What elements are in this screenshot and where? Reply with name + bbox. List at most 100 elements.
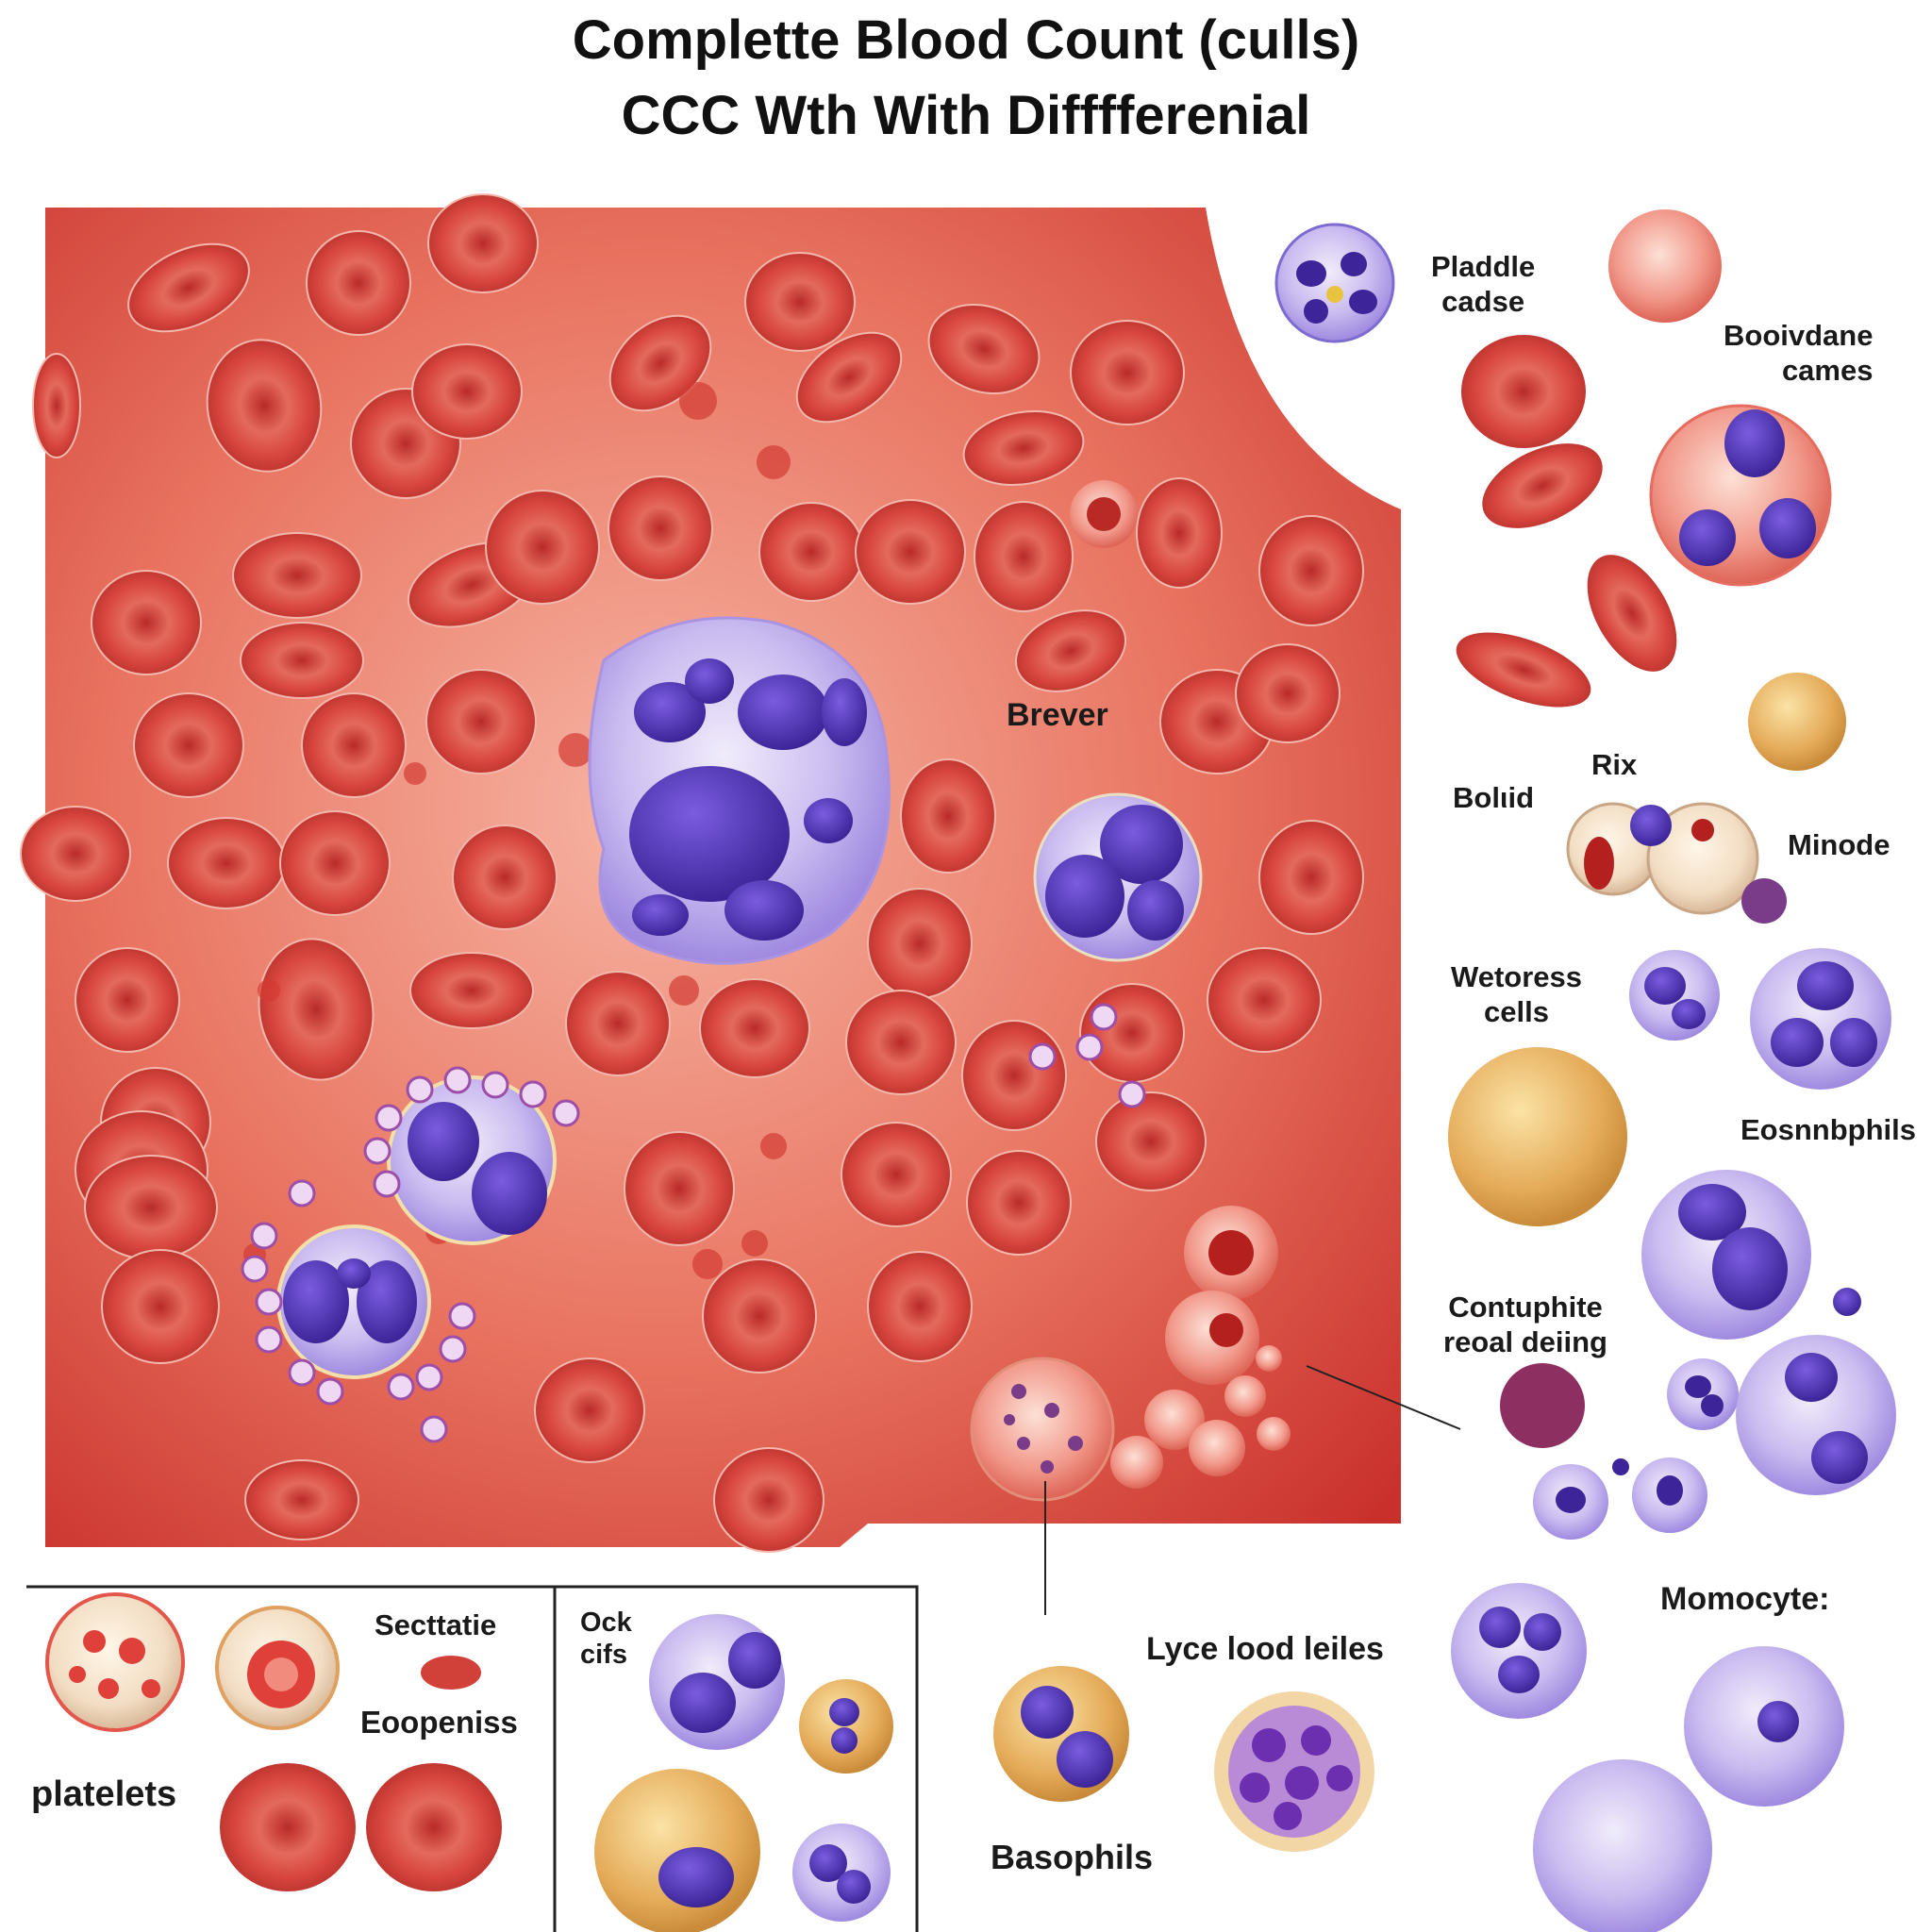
red-blood-cell — [1258, 820, 1364, 935]
red-blood-cell — [624, 1131, 735, 1246]
red-blood-cell — [133, 692, 244, 798]
red-blood-cell — [20, 806, 131, 902]
red-blood-cells — [20, 193, 1364, 1553]
red-blood-cell — [565, 971, 671, 1076]
platelet — [1118, 1080, 1146, 1108]
red-blood-cell — [411, 343, 523, 440]
blood-blob — [679, 382, 717, 420]
label-booivdane: Booivdane cames — [1724, 319, 1873, 388]
right-column-cells — [1274, 209, 1896, 1932]
red-blood-cell — [1235, 643, 1341, 743]
white-blood-cell-lower-left-1 — [387, 1075, 557, 1245]
red-blood-cell — [279, 810, 391, 916]
red-blood-cell — [900, 758, 996, 874]
label-ock: Ock cifs — [580, 1607, 632, 1671]
label-eoopeniss: Eoopeniss — [360, 1705, 518, 1740]
leader-line-contuphite — [1306, 1365, 1461, 1430]
label-contuphite-line1: Contuphite — [1448, 1291, 1603, 1324]
red-blood-cell — [1258, 515, 1364, 626]
diagram-title-line2: CCC Wth With Difffferenial — [621, 85, 1311, 146]
red-blood-cell — [1095, 1091, 1207, 1191]
platelet-clusters — [241, 1003, 1146, 1443]
red-blood-cell — [744, 252, 856, 352]
platelet — [250, 1222, 278, 1250]
platelet — [481, 1071, 509, 1099]
granulocyte-cluster — [970, 1206, 1291, 1502]
red-blood-cell — [974, 501, 1074, 612]
red-blood-cell — [75, 947, 180, 1053]
red-blood-cell — [301, 692, 407, 798]
blood-blob — [558, 733, 592, 767]
white-blood-cell-lower-left-2 — [276, 1224, 431, 1379]
platelet — [1075, 1033, 1104, 1061]
red-blood-cell — [927, 303, 1041, 395]
red-blood-cell — [425, 669, 537, 774]
red-blood-cell — [306, 230, 411, 336]
red-blood-cell — [258, 938, 375, 1081]
large-white-blood-cell — [588, 616, 891, 965]
red-blood-cell — [699, 978, 810, 1078]
legend-panel-left — [26, 1585, 919, 1932]
label-brever: Brever — [1007, 697, 1108, 733]
label-bolid: Bolιid — [1453, 781, 1535, 814]
platelet — [420, 1415, 448, 1443]
platelet — [288, 1358, 316, 1387]
red-blood-cell — [961, 1020, 1067, 1131]
legend-panel-cells — [45, 1592, 1374, 1932]
red-blood-cell — [427, 193, 539, 293]
red-blood-cell — [101, 1249, 220, 1364]
red-blood-cell — [841, 1122, 952, 1227]
platelet — [415, 1363, 443, 1391]
platelet — [363, 1137, 391, 1165]
red-blood-cell — [452, 824, 558, 930]
label-ock-line2: cifs — [580, 1640, 627, 1671]
label-pladdle: Pladdle cadse — [1431, 250, 1535, 319]
blood-blob — [404, 762, 426, 785]
platelet — [255, 1288, 283, 1316]
red-blood-cell — [966, 1150, 1072, 1256]
platelet — [406, 1075, 434, 1104]
label-booivdane-line2: cames — [1781, 353, 1874, 387]
label-pladdle-line2: cadse — [1441, 284, 1525, 318]
label-platelets: platelets — [31, 1774, 177, 1814]
red-blood-cell — [1136, 477, 1223, 589]
red-blood-cell — [167, 817, 286, 909]
platelet — [373, 1170, 401, 1198]
label-contuphite-line2: reoal deiing — [1443, 1324, 1607, 1358]
platelet — [316, 1377, 344, 1406]
platelet — [288, 1179, 316, 1208]
label-wetoress-line1: Wetoress — [1451, 960, 1582, 993]
platelet — [519, 1080, 547, 1108]
red-blood-cell — [867, 1251, 973, 1362]
platelet — [552, 1099, 580, 1127]
red-blood-cell — [84, 1155, 218, 1260]
white-blood-cell-mid — [1033, 792, 1203, 962]
red-blood-cell — [1079, 983, 1185, 1083]
platelet — [375, 1104, 403, 1132]
platelet — [439, 1335, 467, 1363]
blood-blob — [692, 1249, 723, 1279]
label-pladdle-line1: Pladdle — [1431, 250, 1536, 283]
red-blood-cell — [127, 242, 250, 333]
red-blood-cell — [1070, 320, 1185, 425]
red-blood-cell — [855, 499, 966, 605]
label-ock-line1: Ock — [580, 1607, 632, 1638]
red-blood-cell — [244, 1459, 359, 1541]
blood-blobs — [243, 382, 791, 1279]
label-momocyte: Momocyte: — [1660, 1581, 1830, 1617]
label-minode: Minode — [1788, 828, 1890, 861]
label-booivdane-line1: Booivdane — [1724, 319, 1874, 352]
red-blood-cell — [1207, 947, 1322, 1053]
red-blood-cell — [713, 1447, 824, 1553]
blood-blob — [258, 979, 280, 1002]
red-blood-cell — [409, 952, 534, 1029]
red-blood-cell — [232, 532, 362, 619]
label-sectatie: Secttatie — [375, 1608, 497, 1641]
blood-blob — [741, 1230, 768, 1257]
red-blood-cell — [206, 339, 323, 473]
diagram-title-line1: Complette Blood Count (culls) — [572, 9, 1360, 71]
label-wetoress: Wetoress cells — [1451, 960, 1582, 1029]
red-blood-cell — [702, 1258, 817, 1374]
label-wetoress-line2: cells — [1484, 994, 1549, 1028]
